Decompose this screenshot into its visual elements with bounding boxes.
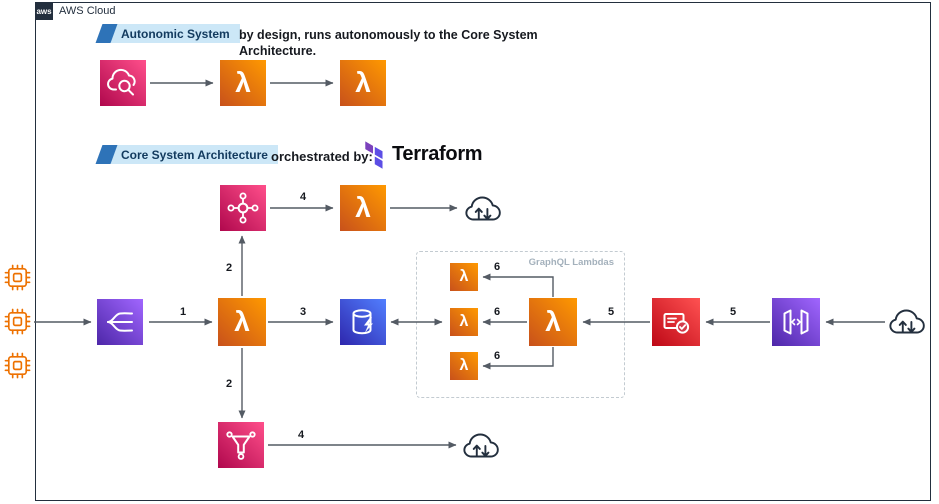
aws-logo: aws bbox=[35, 2, 53, 20]
iot-chip-icon bbox=[3, 351, 32, 380]
lambda-glyph: λ bbox=[459, 357, 469, 374]
core-system-architecture-tag: Core System Architecture bbox=[95, 145, 278, 164]
internet-cloud-icon bbox=[887, 303, 931, 340]
cloudwatch-icon bbox=[100, 60, 146, 106]
sns-icon bbox=[220, 185, 266, 231]
internet-cloud-icon bbox=[461, 427, 505, 464]
autonomic-system-tag: Autonomic System bbox=[95, 24, 240, 43]
iot-chip-icon bbox=[3, 307, 32, 336]
orchestrated-by-label: orchestrated by: bbox=[271, 149, 373, 164]
graphql-lambdas-group: GraphQL Lambdas bbox=[416, 251, 625, 398]
arrow-label-2-down: 2 bbox=[226, 378, 233, 390]
aws-cloud-boundary bbox=[35, 2, 931, 501]
stream-lines-glyph bbox=[107, 312, 133, 332]
cognito-icon bbox=[652, 298, 700, 346]
radial-nodes-glyph bbox=[227, 192, 259, 224]
funnel-nodes-icon bbox=[218, 422, 264, 468]
autonomic-tag-label: Autonomic System bbox=[111, 24, 240, 43]
arrow-label-1: 1 bbox=[180, 306, 187, 318]
dynamodb-icon bbox=[340, 299, 386, 345]
lambda-glyph: λ bbox=[355, 192, 371, 223]
arrow-label-3: 3 bbox=[300, 306, 307, 318]
funnel-glyph bbox=[226, 431, 256, 460]
lambda-glyph: λ bbox=[459, 313, 469, 330]
lambda-glyph: λ bbox=[355, 67, 371, 98]
lambda-glyph: λ bbox=[234, 306, 250, 337]
graphql-group-label: GraphQL Lambdas bbox=[528, 257, 614, 268]
arrow-label-6-mid: 6 bbox=[494, 306, 501, 318]
api-gateway-icon bbox=[772, 298, 820, 346]
arrow-label-4-top: 4 bbox=[300, 191, 307, 203]
terraform-logo bbox=[365, 141, 383, 169]
arrow-label-4-bottom: 4 bbox=[298, 429, 305, 441]
cloud-magnifier-glyph bbox=[107, 68, 136, 96]
arrow-label-5-gateway: 5 bbox=[730, 306, 737, 318]
lambda-icon: λ bbox=[340, 60, 386, 106]
lambda-glyph: λ bbox=[545, 306, 561, 337]
arrow-label-6-top: 6 bbox=[494, 261, 501, 273]
lambda-glyph: λ bbox=[235, 67, 251, 98]
lambda-icon: λ bbox=[218, 298, 266, 346]
lambda-icon: λ bbox=[450, 352, 478, 380]
core-tag-label: Core System Architecture bbox=[111, 145, 278, 164]
database-bolt-glyph bbox=[352, 309, 373, 335]
code-panels-glyph bbox=[783, 309, 809, 335]
aws-cloud-label: AWS Cloud bbox=[59, 5, 116, 17]
lambda-glyph: λ bbox=[459, 268, 469, 285]
id-card-check-glyph bbox=[663, 313, 690, 334]
lambda-icon: λ bbox=[450, 263, 478, 291]
iot-chip-icon bbox=[3, 263, 32, 292]
arrow-label-5-auth: 5 bbox=[608, 306, 615, 318]
lambda-icon: λ bbox=[340, 185, 386, 231]
terraform-wordmark: Terraform bbox=[392, 143, 483, 165]
arrow-label-2-up: 2 bbox=[226, 262, 233, 274]
lambda-icon: λ bbox=[220, 60, 266, 106]
internet-cloud-icon bbox=[463, 190, 507, 227]
lambda-icon: λ bbox=[450, 308, 478, 336]
kinesis-icon bbox=[97, 299, 143, 345]
autonomic-description: by design, runs autonomously to the Core… bbox=[239, 28, 538, 59]
lambda-icon: λ bbox=[529, 298, 577, 346]
arrow-label-6-bottom: 6 bbox=[494, 350, 501, 362]
